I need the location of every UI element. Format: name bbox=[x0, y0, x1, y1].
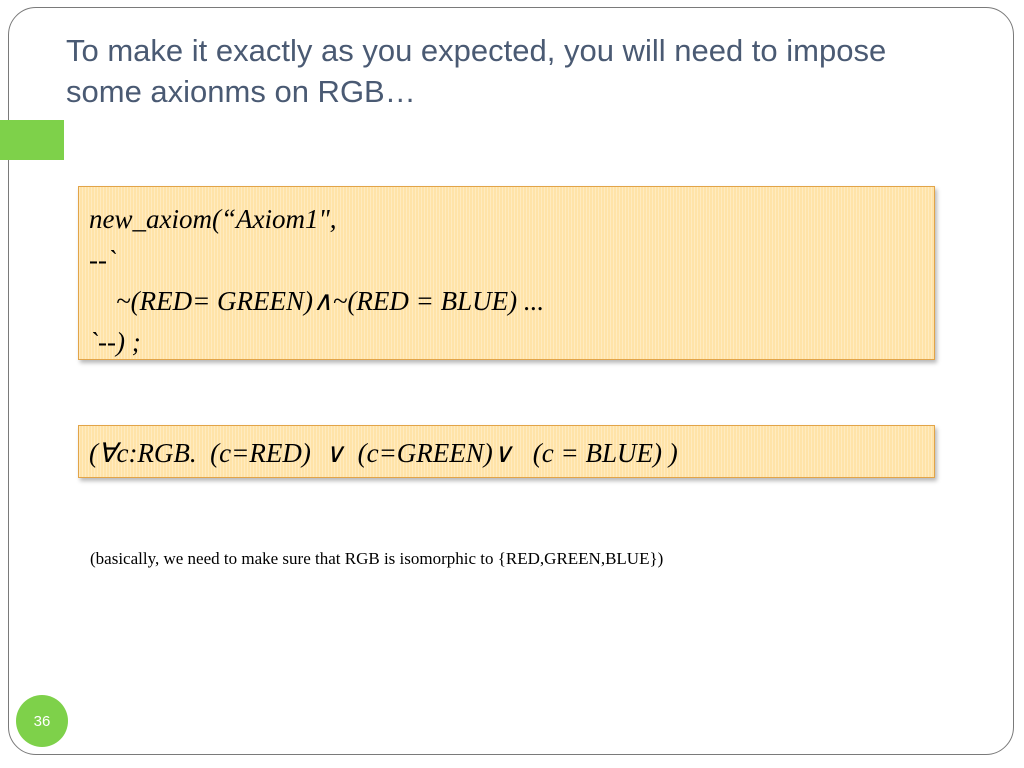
forall-code-box: (∀c:RGB. (c=RED) ∨ (c=GREEN)∨ (c = BLUE)… bbox=[78, 425, 935, 478]
page-number-badge: 36 bbox=[16, 695, 68, 747]
title-line-1: To make it exactly as you expected, you … bbox=[66, 33, 887, 68]
axiom-line-1: new_axiom(“Axiom1", bbox=[89, 204, 337, 234]
accent-bar bbox=[0, 120, 64, 160]
slide-title: To make it exactly as you expected, you … bbox=[66, 30, 996, 112]
isomorphism-note: (basically, we need to make sure that RG… bbox=[90, 549, 664, 568]
slide-frame bbox=[8, 7, 1014, 755]
forall-formula: (∀c:RGB. (c=RED) ∨ (c=GREEN)∨ (c = BLUE)… bbox=[89, 438, 678, 468]
axiom-code-box: new_axiom(“Axiom1", --` ~(RED= GREEN)∧~(… bbox=[78, 186, 935, 360]
axiom-line-4: `--) ; bbox=[89, 327, 141, 357]
title-line-2: some axionms on RGB… bbox=[66, 74, 416, 109]
axiom-line-2: --` bbox=[89, 245, 116, 275]
axiom-line-3: ~(RED= GREEN)∧~(RED = BLUE) ... bbox=[89, 286, 545, 316]
page-number: 36 bbox=[33, 712, 51, 730]
